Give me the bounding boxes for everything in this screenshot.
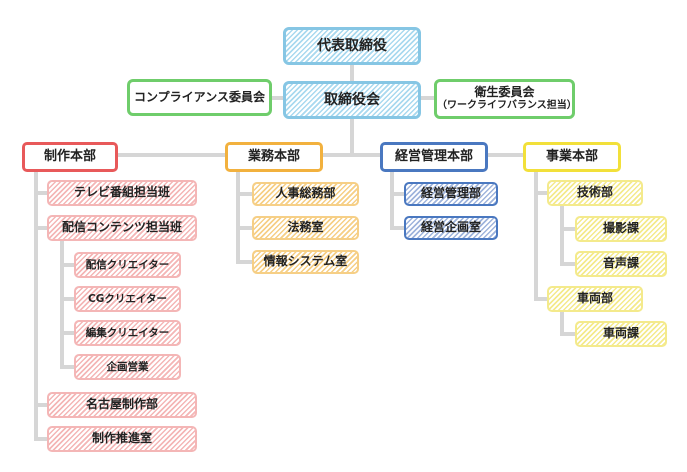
node-stream-creator: 配信クリエイター — [74, 252, 181, 278]
node-management-division: 経営管理本部 — [380, 142, 488, 172]
node-legal: 法務室 — [252, 216, 359, 240]
node-tv-team: テレビ番組担当班 — [47, 180, 197, 206]
node-nagoya-production: 名古屋制作部 — [47, 392, 197, 418]
node-planning-sales: 企画営業 — [74, 354, 181, 380]
node-management-dept: 経営管理部 — [404, 182, 498, 206]
node-compliance-committee: コンプライアンス委員会 — [127, 79, 272, 116]
health-committee-subtitle: （ワークライフバランス担当） — [437, 100, 577, 112]
node-camera-section: 撮影課 — [575, 216, 667, 242]
node-enterprise-division: 事業本部 — [523, 142, 621, 172]
node-board: 取締役会 — [283, 81, 421, 119]
node-health-committee: 衛生委員会 （ワークライフバランス担当） — [434, 79, 577, 119]
node-production-promotion: 制作推進室 — [47, 426, 197, 452]
node-tech-dept: 技術部 — [547, 180, 643, 206]
node-vehicle-section: 車両課 — [575, 321, 667, 347]
node-ceo: 代表取締役 — [283, 27, 421, 65]
node-management-planning: 経営企画室 — [404, 216, 498, 240]
node-business-division: 業務本部 — [225, 142, 323, 172]
node-cg-creator: CGクリエイター — [74, 286, 181, 312]
health-committee-title: 衛生委員会 — [474, 85, 535, 100]
node-vehicle-dept: 車両部 — [547, 286, 643, 312]
node-streaming-team: 配信コンテンツ担当班 — [47, 215, 197, 241]
node-production-division: 制作本部 — [22, 142, 118, 172]
node-edit-creator: 編集クリエイター — [74, 320, 181, 346]
node-it-systems: 情報システム室 — [252, 250, 359, 274]
node-hr-general: 人事総務部 — [252, 182, 359, 206]
node-audio-section: 音声課 — [575, 251, 667, 277]
